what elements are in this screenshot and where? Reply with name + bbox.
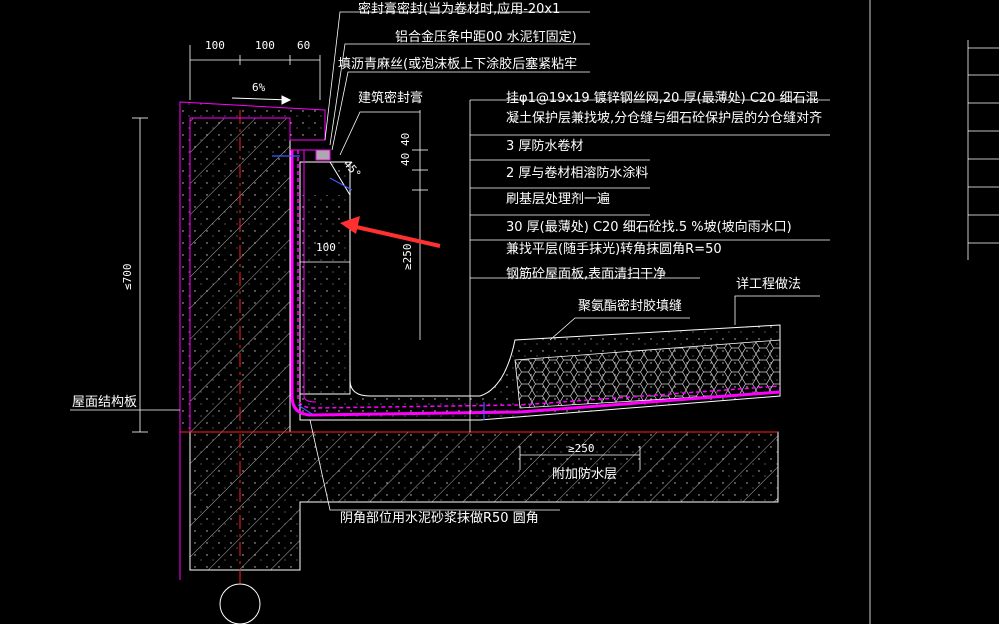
seal-block	[315, 149, 331, 161]
alu-strip-label: 铝合金压条中距00 水泥钉固定)	[395, 30, 577, 45]
layer-mesh-line1: 挂φ1@19x19 镀锌钢丝网,20 厚(最薄处) C20 细石混	[506, 91, 819, 106]
layer-primer-label: 刷基层处理剂一遍	[506, 192, 611, 207]
slope-arrow	[231, 95, 292, 105]
dim-100-c: 100	[316, 241, 336, 254]
corner-note-label: 阴角部位用水泥砂浆抹做R50 圆角	[340, 511, 539, 526]
dim-700: ≤700	[121, 263, 134, 291]
layer-mesh-line2: 凝土保护层兼找坡,分仓缝与细石砼保护层的分仓缝对齐	[506, 111, 823, 126]
building-sealant-label: 建筑密封膏	[358, 91, 424, 106]
dim-250-vertical: ≥250	[401, 243, 414, 271]
layer-coating-label: 2 厚与卷材相溶防水涂料	[506, 166, 649, 181]
dim-100-a: 100	[205, 39, 225, 52]
layer-membrane-label: 3 厚防水卷材	[506, 139, 584, 154]
blue-marks	[272, 155, 485, 420]
dim-40-b: 40	[399, 152, 412, 166]
axis-circle	[219, 583, 261, 624]
layer-screed-line2: 兼找平层(随手抹光)转角抹圆角R=50	[506, 242, 722, 257]
dim-60: 60	[297, 39, 311, 52]
waterproof-membrane	[290, 149, 781, 417]
dim-40-a: 40	[399, 132, 412, 146]
asphalt-hemp-label: 填沥青麻丝(或泡沫板上下涂胶后塞紧粘牢	[338, 57, 578, 72]
extra-waterproof-label: 附加防水层	[552, 467, 618, 482]
dimension-lines	[132, 45, 641, 470]
dim-100-b: 100	[255, 39, 275, 52]
red-arrow	[340, 216, 441, 248]
pu-sealant-label: 聚氨酯密封胶填缝	[578, 299, 683, 314]
layer-slab-label: 钢筋砼屋面板,表面清扫干净	[506, 267, 667, 282]
title-block	[869, 0, 999, 624]
dim-250-horizontal: ≥250	[568, 442, 595, 455]
concrete-structure	[179, 101, 779, 580]
leader-lines	[70, 11, 830, 511]
see-project-label: 详工程做法	[736, 277, 802, 292]
protection-layers	[299, 161, 781, 421]
sealant-top-label: 密封膏密封(当为卷材时,应用-20x1	[358, 2, 561, 17]
roof-structure-label: 屋面结构板	[72, 395, 138, 410]
layer-screed-line1: 30 厚(最薄处) C20 细石砼找.5 %坡(坡向雨水口)	[506, 220, 792, 235]
dim-slope: 6%	[252, 81, 266, 94]
